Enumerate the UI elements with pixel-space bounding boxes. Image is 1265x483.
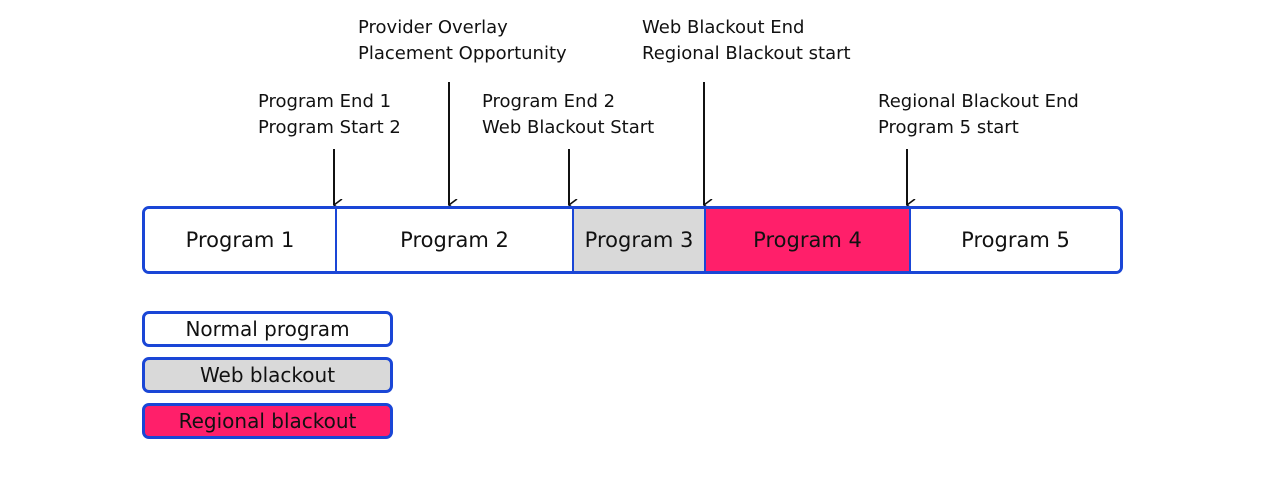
annotation-line: Program 5 start [878, 117, 1019, 138]
annotation-line: Program End 1 [258, 91, 392, 112]
annotation-line: Provider Overlay [358, 17, 508, 38]
annotation-program-end-2: Program End 2 Web Blackout Start [482, 89, 654, 141]
annotation-web-blackout-end: Web Blackout End Regional Blackout start [642, 15, 851, 67]
annotation-line: Program End 2 [482, 91, 616, 112]
annotation-provider-overlay: Provider Overlay Placement Opportunity [358, 15, 567, 67]
program-timeline-bar: Program 1 Program 2 Program 3 Program 4 … [142, 206, 1123, 274]
annotation-line: Program Start 2 [258, 117, 401, 138]
annotation-line: Regional Blackout start [642, 43, 851, 64]
annotation-regional-blackout-end: Regional Blackout End Program 5 start [878, 89, 1079, 141]
legend-normal-program: Normal program [142, 311, 393, 347]
legend-web-blackout: Web blackout [142, 357, 393, 393]
legend-regional-blackout: Regional blackout [142, 403, 393, 439]
program-4-segment: Program 4 [704, 209, 909, 271]
annotation-line: Regional Blackout End [878, 91, 1079, 112]
annotation-line: Web Blackout Start [482, 117, 655, 138]
program-3-segment: Program 3 [572, 209, 704, 271]
program-2-segment: Program 2 [335, 209, 572, 271]
program-5-segment: Program 5 [909, 209, 1120, 271]
annotation-line: Placement Opportunity [358, 43, 567, 64]
annotation-program-end-1: Program End 1 Program Start 2 [258, 89, 401, 141]
program-1-segment: Program 1 [145, 209, 335, 271]
annotation-line: Web Blackout End [642, 17, 805, 38]
